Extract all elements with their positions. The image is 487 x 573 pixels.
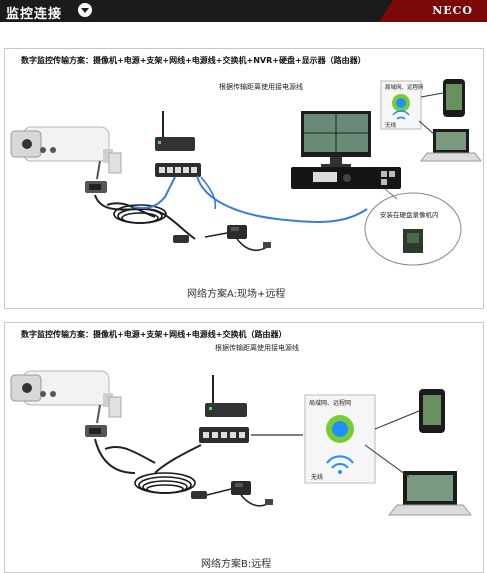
header-bar: 监控连接 NECO [0, 0, 487, 22]
hdd-callout [364, 192, 462, 266]
plan-a-hdd-note: 安装在硬盘录像机内 [380, 210, 439, 219]
plan-a-lan-remote-label: 局域网、远程网 [385, 83, 424, 91]
bullet-camera-icon [10, 370, 122, 424]
chevron-down-icon[interactable] [78, 3, 92, 17]
plan-a-panel: 数字监控传输方案：摄像机+电源+支架+网线+电源线+交换机+NVR+硬盘+显示器… [4, 48, 484, 309]
router-icon [155, 111, 195, 151]
plan-a-title: 数字监控传输方案：摄像机+电源+支架+网线+电源线+交换机+NVR+硬盘+显示器… [21, 56, 366, 65]
monitor-icon [301, 111, 371, 168]
plan-b-caption: 网络方案B:远程 [201, 559, 272, 570]
smartphone-icon [443, 79, 465, 117]
header-title: 监控连接 [6, 7, 63, 22]
plan-b-title: 数字监控传输方案：摄像机+电源+支架+网线+电源线+交换机（路由器） [21, 330, 287, 339]
plan-b-wireless-label: 无线 [311, 473, 323, 481]
rj45-connector-icon [85, 181, 107, 193]
plan-a-caption: 网络方案A:现场+远程 [187, 289, 286, 300]
coiled-cable-icon [134, 472, 196, 494]
network-switch-icon [199, 427, 249, 443]
power-adapter-icon [204, 225, 271, 251]
remote-devices-group [304, 394, 376, 484]
laptop-icon [420, 129, 482, 162]
smartphone-icon [419, 389, 445, 433]
network-switch-icon [155, 163, 201, 177]
rj45-connector-icon [85, 425, 107, 437]
brand-logo-text: NECO [432, 4, 473, 17]
laptop-icon [387, 471, 473, 516]
router-icon [205, 375, 247, 417]
nvr-recorder-icon [291, 167, 401, 189]
power-adapter-icon [206, 481, 273, 507]
brand-tab [379, 0, 487, 22]
plan-b-lan-remote-label: 局域网、远程网 [309, 399, 351, 407]
coiled-cable-icon [113, 204, 167, 224]
plan-b-panel: 数字监控传输方案：摄像机+电源+支架+网线+电源线+交换机（路由器） 根据传输距… [4, 322, 484, 573]
plan-a-cable-note: 根据传输距离使用接电源线 [219, 83, 303, 91]
bullet-camera-icon [10, 126, 122, 180]
plan-a-diagram: 局域网、远程网 无线 安装在硬盘录像机内 [10, 79, 482, 266]
plan-b-cable-note: 根据传输距离使用接电源线 [215, 344, 299, 352]
remote-devices-group [380, 80, 422, 130]
plan-a-wireless-label: 无线 [385, 121, 397, 129]
plan-b-diagram: 局域网、远程网 无线 [10, 370, 473, 516]
